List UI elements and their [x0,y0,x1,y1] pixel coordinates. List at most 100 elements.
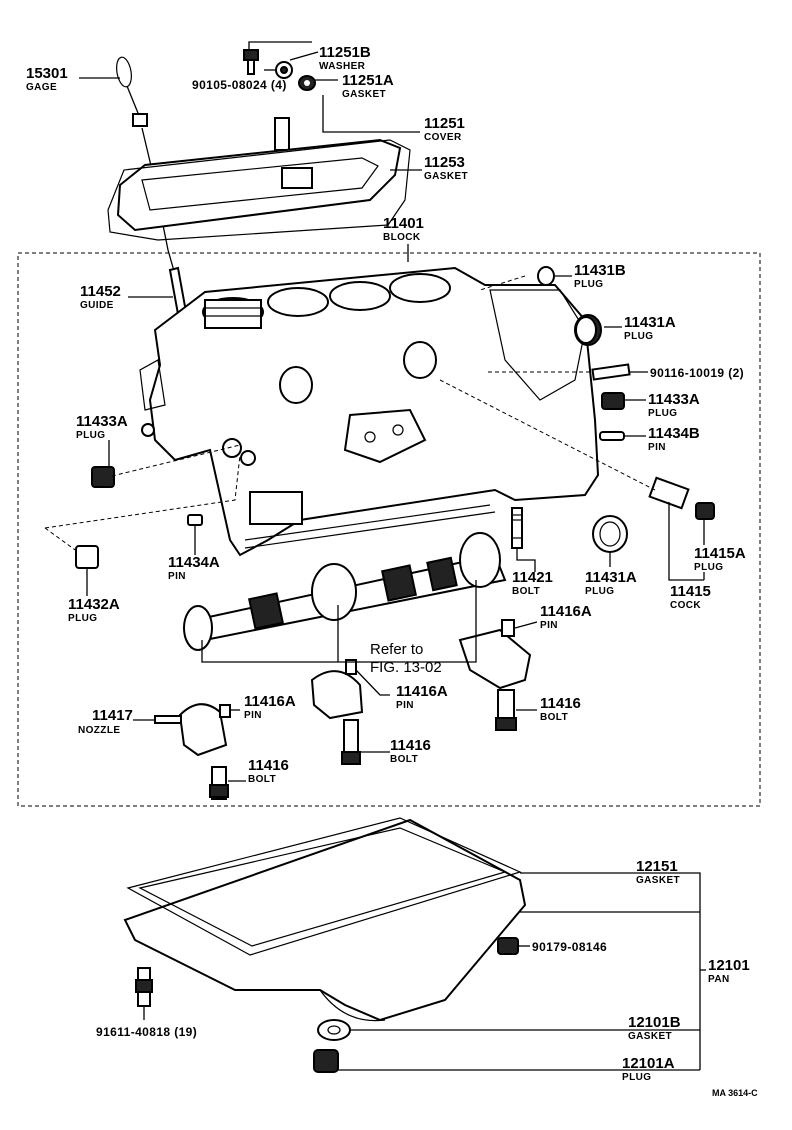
part-number: 11433A [648,391,700,408]
cylinder-block-drawing [139,266,600,557]
block-group-boundary [17,252,761,807]
part-number: 11251 [424,115,465,132]
part-number: 11432A [68,596,120,613]
label-11416-middle: 11416 BOLT [390,737,431,765]
label-11417: 11417 NOZZLE [78,707,133,736]
refer-line-2: FIG. 13-02 [370,659,442,676]
part-number: 11251B [319,44,371,61]
label-11431B: 11431B PLUG [574,262,626,290]
part-name: GASKET [628,1031,672,1042]
label-11431A-top: 11431A PLUG [624,314,676,342]
part-name: PLUG [585,586,614,597]
label-11401: 11401 BLOCK [383,215,424,243]
part-number: 90105-08024 (4) [192,78,287,92]
part-number: 11421 [512,569,553,586]
camshaft-drawing [183,532,507,651]
part-number: 11251A [342,72,394,89]
label-90105: 90105-08024 (4) [192,78,287,92]
part-name: PIN [540,620,558,631]
cover-bolt-drawing [243,49,316,91]
leader-lines [79,41,706,1071]
label-11253: 11253 GASKET [424,154,468,182]
part-number: 12101A [622,1055,675,1072]
part-number: 90179-08146 [532,940,607,954]
label-11415A: 11415A PLUG [694,545,746,573]
part-number: 12101 [708,957,750,974]
label-11421: 11421 BOLT [512,569,553,597]
part-number: 11416 [540,695,581,712]
part-name: GUIDE [80,300,114,311]
small-parts-left [75,438,256,569]
part-name: PIN [396,700,414,711]
bearing-cap-2 [310,659,364,765]
part-number: 11431A [624,314,676,331]
label-11434A: 11434A PIN [168,554,220,582]
label-11433A-right: 11433A PLUG [648,391,700,419]
part-number: 11452 [80,283,121,300]
part-number: 11417 [92,707,133,724]
alignment-dashed-lines [44,275,656,553]
part-name: BOLT [390,754,418,765]
part-number: 11415 [670,583,711,600]
part-name: PLUG [68,613,97,624]
label-11251A: 11251A GASKET [342,72,394,100]
part-name: BOLT [512,586,540,597]
part-name: PIN [168,571,186,582]
part-name: GASKET [342,89,386,100]
small-parts-right [537,266,715,553]
part-name: BOLT [248,774,276,785]
part-number: 11431B [574,262,626,279]
label-12101A: 12101A PLUG [622,1055,675,1083]
part-name: NOZZLE [78,725,120,736]
part-name: COCK [670,600,701,611]
part-number: 15301 [26,65,68,82]
part-name: COVER [424,132,462,143]
part-name: GASKET [636,875,680,886]
part-name: PIN [244,710,262,721]
part-number: 11416A [540,603,592,620]
label-11251: 11251 COVER [424,115,465,143]
figure-code: MA 3614-C [712,1088,758,1098]
label-11251B: 11251B WASHER [319,44,371,72]
part-name: PLUG [624,331,653,342]
part-name: PLUG [694,562,723,573]
label-12101: 12101 PAN [708,957,750,985]
part-name: PLUG [76,430,105,441]
part-number: 91611-40818 (19) [96,1025,197,1039]
part-name: BOLT [540,712,568,723]
bearing-cap-3 [458,619,532,731]
part-number: 11431A [585,569,637,586]
part-number: 11434A [168,554,220,571]
part-name: BLOCK [383,232,421,243]
part-name: GAGE [26,82,57,93]
label-11433A-left: 11433A PLUG [76,413,128,441]
side-cover-drawing [107,117,411,241]
part-number: 11416A [244,693,296,710]
part-name: WASHER [319,61,366,72]
refer-line-1: Refer to [370,641,423,658]
part-number: 90116-10019 (2) [650,366,744,380]
label-11431A-bottom: 11431A PLUG [585,569,637,597]
part-number: 11253 [424,154,465,171]
part-name: PLUG [648,408,677,419]
label-11434B: 11434B PIN [648,425,700,453]
part-number: 12151 [636,858,678,875]
oil-pan-drawing [123,817,527,1073]
refer-note: Refer to FIG. 13-02 [370,641,442,676]
label-11415: 11415 COCK [670,583,711,611]
part-number: 11416 [390,737,431,754]
label-11416-right: 11416 BOLT [540,695,581,723]
part-number: 11434B [648,425,700,442]
part-number: 11433A [76,413,128,430]
label-90179: 90179-08146 [532,940,607,954]
part-number: 11401 [383,215,424,232]
label-90116: 90116-10019 (2) [650,366,744,380]
label-11416A-3: 11416A PIN [244,693,296,721]
part-name: PLUG [574,279,603,290]
label-11416-left: 11416 BOLT [248,757,289,785]
label-12151: 12151 GASKET [636,858,680,886]
part-name: PIN [648,442,666,453]
part-number: 11415A [694,545,746,562]
part-number: 12101B [628,1014,681,1031]
